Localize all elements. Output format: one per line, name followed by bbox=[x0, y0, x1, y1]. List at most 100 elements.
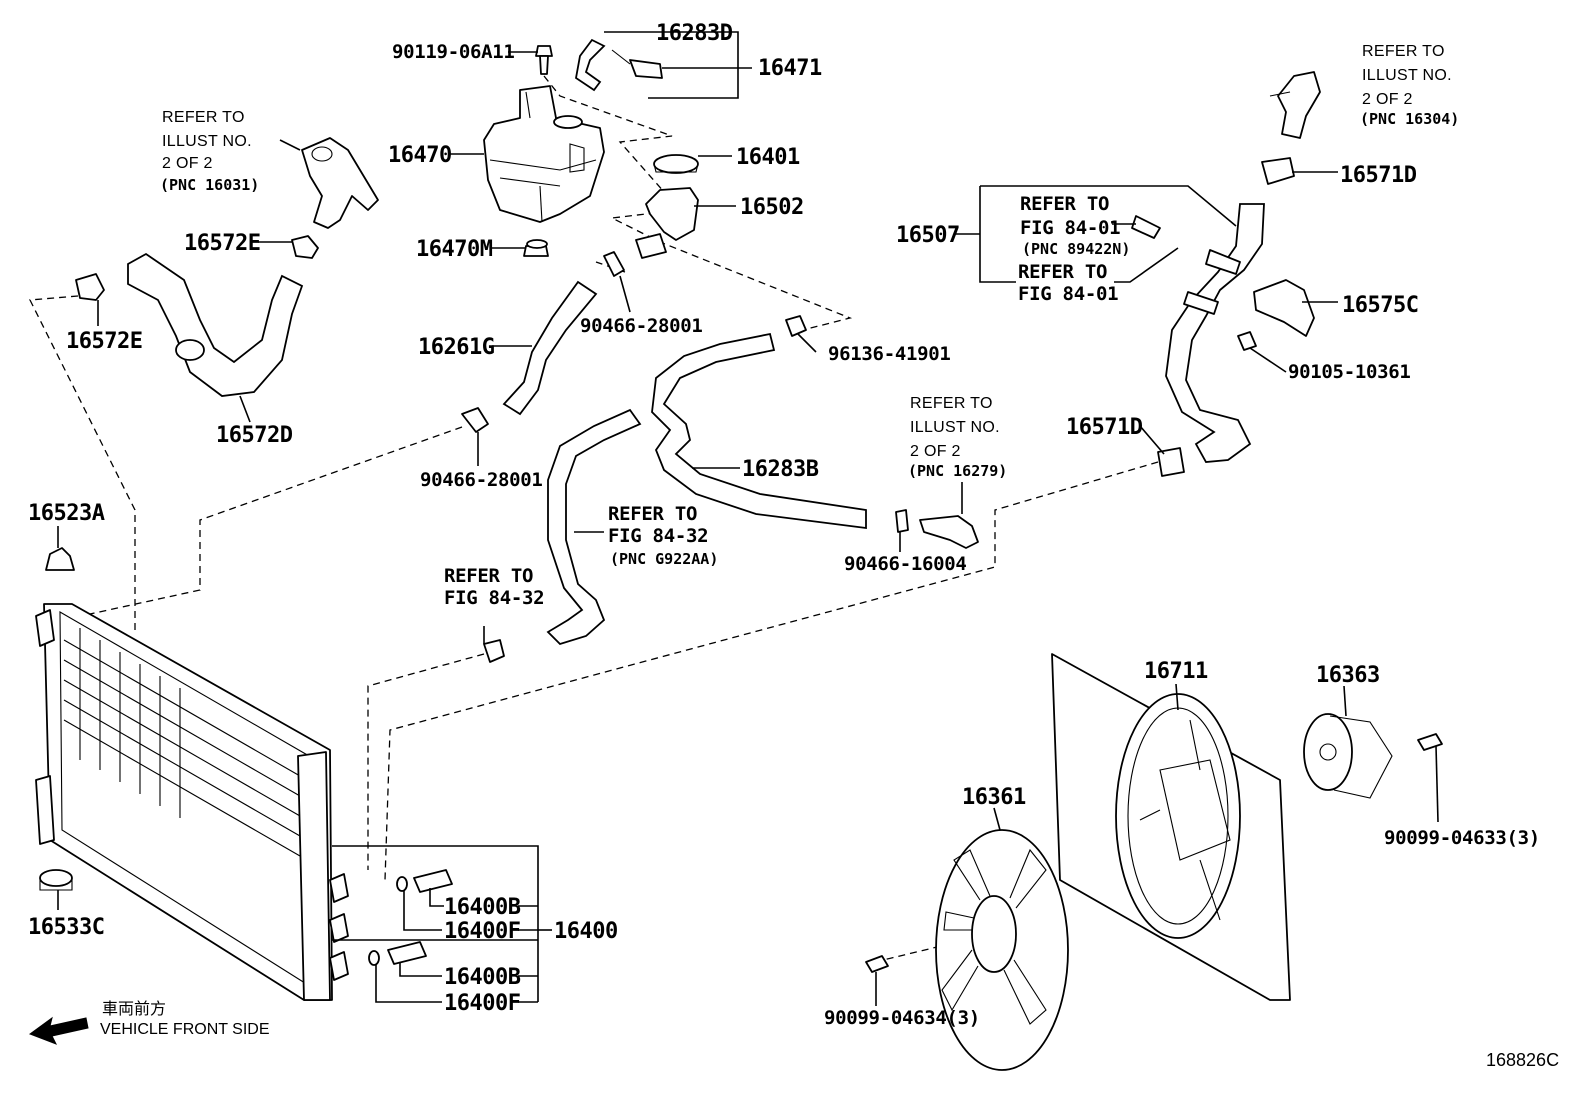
bolt-90119[interactable] bbox=[535, 45, 553, 75]
clamp-90466-b[interactable] bbox=[461, 407, 489, 433]
label-16400F-2[interactable]: 16400F bbox=[444, 991, 521, 1016]
drain-plug-16400B-1[interactable] bbox=[413, 869, 453, 893]
drain-plug-16400B-2[interactable] bbox=[387, 941, 427, 965]
svg-text:(PNC 16279): (PNC 16279) bbox=[908, 462, 1007, 480]
front-side-en: VEHICLE FRONT SIDE bbox=[100, 1021, 270, 1038]
label-16401[interactable]: 16401 bbox=[736, 145, 800, 170]
svg-text:(PNC G922AA): (PNC G922AA) bbox=[610, 550, 718, 568]
svg-text:(PNC 89422N): (PNC 89422N) bbox=[1022, 240, 1130, 258]
label-90099-04634[interactable]: 90099-04634(3) bbox=[824, 1007, 980, 1029]
label-90466-28001-b[interactable]: 90466-28001 bbox=[420, 469, 543, 491]
label-16363[interactable]: 16363 bbox=[1316, 663, 1380, 688]
label-16571D-mid[interactable]: 16571D bbox=[1066, 415, 1143, 440]
water-outlet-16031[interactable] bbox=[301, 137, 379, 229]
svg-text:REFER TO: REFER TO bbox=[608, 503, 697, 525]
label-90105-10361[interactable]: 90105-10361 bbox=[1288, 361, 1411, 383]
svg-text:ILLUST NO.: ILLUST NO. bbox=[162, 133, 252, 150]
svg-text:FIG 84-01: FIG 84-01 bbox=[1020, 217, 1120, 239]
label-16572D[interactable]: 16572D bbox=[216, 423, 293, 448]
label-16507[interactable]: 16507 bbox=[896, 223, 960, 248]
svg-text:REFER TO: REFER TO bbox=[162, 109, 245, 126]
svg-text:2 OF 2: 2 OF 2 bbox=[1362, 91, 1413, 108]
svg-text:REFER TO: REFER TO bbox=[444, 565, 533, 587]
o-ring-16400F-2[interactable] bbox=[368, 950, 380, 966]
label-16400B-1[interactable]: 16400B bbox=[444, 895, 521, 920]
label-90466-16004[interactable]: 90466-16004 bbox=[844, 553, 967, 575]
svg-text:REFER TO: REFER TO bbox=[910, 395, 993, 412]
label-96136-41901[interactable]: 96136-41901 bbox=[828, 343, 951, 365]
o-ring-16400F-1[interactable] bbox=[396, 876, 408, 892]
reservoir-tank[interactable] bbox=[483, 85, 605, 223]
label-90119-06A11[interactable]: 90119-06A11 bbox=[392, 41, 515, 63]
leader-lines bbox=[57, 31, 1439, 1006]
assembly-dashed-lines bbox=[28, 75, 1159, 963]
svg-text:FIG 84-01: FIG 84-01 bbox=[1018, 283, 1118, 305]
screw-90099-04634[interactable] bbox=[865, 955, 889, 973]
bolt-90105[interactable] bbox=[1237, 331, 1257, 351]
svg-text:REFER TO: REFER TO bbox=[1018, 261, 1107, 283]
hose-16283D[interactable] bbox=[575, 38, 606, 92]
hose-16283B[interactable] bbox=[651, 332, 867, 530]
reservoir-cap-16470M[interactable] bbox=[523, 239, 549, 257]
ref-note-84-32: REFER TO FIG 84-32 bbox=[444, 565, 545, 609]
label-16283D[interactable]: 16283D bbox=[656, 21, 733, 46]
water-inlet-16304[interactable] bbox=[1269, 71, 1321, 139]
label-16572E-left[interactable]: 16572E bbox=[66, 329, 143, 354]
label-16533C[interactable]: 16533C bbox=[28, 915, 105, 940]
clamp-90466-a[interactable] bbox=[603, 251, 625, 277]
cushion-16533C[interactable] bbox=[39, 869, 73, 891]
label-16572E-top[interactable]: 16572E bbox=[184, 231, 261, 256]
label-16502[interactable]: 16502 bbox=[740, 195, 804, 220]
ref-note-89422N: REFER TO FIG 84-01 (PNC 89422N) bbox=[1020, 193, 1130, 258]
clamp-16572E-top[interactable] bbox=[291, 235, 319, 259]
label-16283B[interactable]: 16283B bbox=[742, 457, 819, 482]
clamp-16571D-top[interactable] bbox=[1261, 157, 1295, 185]
label-16470[interactable]: 16470 bbox=[388, 143, 452, 168]
svg-text:(PNC 16031): (PNC 16031) bbox=[160, 176, 259, 194]
clamp-16572E-left[interactable] bbox=[75, 273, 105, 301]
hose-16572D[interactable] bbox=[127, 252, 304, 397]
svg-text:REFER TO: REFER TO bbox=[1362, 43, 1445, 60]
label-16523A[interactable]: 16523A bbox=[28, 501, 105, 526]
clamp-16571D-mid[interactable] bbox=[1157, 447, 1185, 477]
svg-text:ILLUST NO.: ILLUST NO. bbox=[1362, 67, 1452, 84]
cushion-16523A[interactable] bbox=[45, 547, 75, 571]
label-16400B-2[interactable]: 16400B bbox=[444, 965, 521, 990]
label-16575C[interactable]: 16575C bbox=[1342, 293, 1419, 318]
clip-90466-16004[interactable] bbox=[895, 509, 909, 533]
bracket-16575C[interactable] bbox=[1253, 279, 1315, 337]
fan-16361[interactable] bbox=[935, 829, 1069, 1071]
svg-text:2 OF 2: 2 OF 2 bbox=[910, 443, 961, 460]
hose-G922AA[interactable] bbox=[546, 408, 642, 646]
hose-16261G[interactable] bbox=[502, 280, 598, 416]
svg-text:REFER TO: REFER TO bbox=[1020, 193, 1109, 215]
filler-cap-16401[interactable] bbox=[653, 154, 699, 174]
ref-note-16031: REFER TO ILLUST NO. 2 OF 2 (PNC 16031) bbox=[160, 109, 259, 194]
label-16711[interactable]: 16711 bbox=[1144, 659, 1208, 684]
clip-84-32[interactable] bbox=[483, 639, 505, 663]
label-16400F-1[interactable]: 16400F bbox=[444, 919, 521, 944]
label-90099-04633[interactable]: 90099-04633(3) bbox=[1384, 827, 1540, 849]
radiator[interactable] bbox=[35, 603, 349, 1001]
sensor-16279[interactable] bbox=[919, 515, 979, 549]
part-labels: 90119-06A11 16283D 16471 16470 16401 165… bbox=[28, 21, 1540, 1029]
screw-90099-04633[interactable] bbox=[1417, 733, 1443, 751]
hose-16507[interactable] bbox=[1165, 203, 1265, 463]
label-16361[interactable]: 16361 bbox=[962, 785, 1026, 810]
label-16470M[interactable]: 16470M bbox=[416, 237, 493, 262]
ref-note-16304: REFER TO ILLUST NO. 2 OF 2 (PNC 16304) bbox=[1360, 43, 1459, 128]
fan-shroud-16711[interactable] bbox=[1051, 653, 1291, 1001]
label-16571D-top[interactable]: 16571D bbox=[1340, 163, 1417, 188]
label-16400[interactable]: 16400 bbox=[554, 919, 618, 944]
sensor-16471[interactable] bbox=[611, 49, 663, 79]
ref-note-16279: REFER TO ILLUST NO. 2 OF 2 (PNC 16279) bbox=[908, 395, 1007, 480]
svg-text:(PNC 16304): (PNC 16304) bbox=[1360, 110, 1459, 128]
fan-motor-16363[interactable] bbox=[1303, 713, 1393, 799]
filler-neck-16502[interactable] bbox=[635, 187, 699, 259]
label-16471[interactable]: 16471 bbox=[758, 56, 822, 81]
clamp-96136[interactable] bbox=[785, 315, 807, 337]
hose-connector-89422N[interactable] bbox=[1131, 215, 1161, 239]
label-90466-28001-a[interactable]: 90466-28001 bbox=[580, 315, 703, 337]
label-16261G[interactable]: 16261G bbox=[418, 335, 495, 360]
